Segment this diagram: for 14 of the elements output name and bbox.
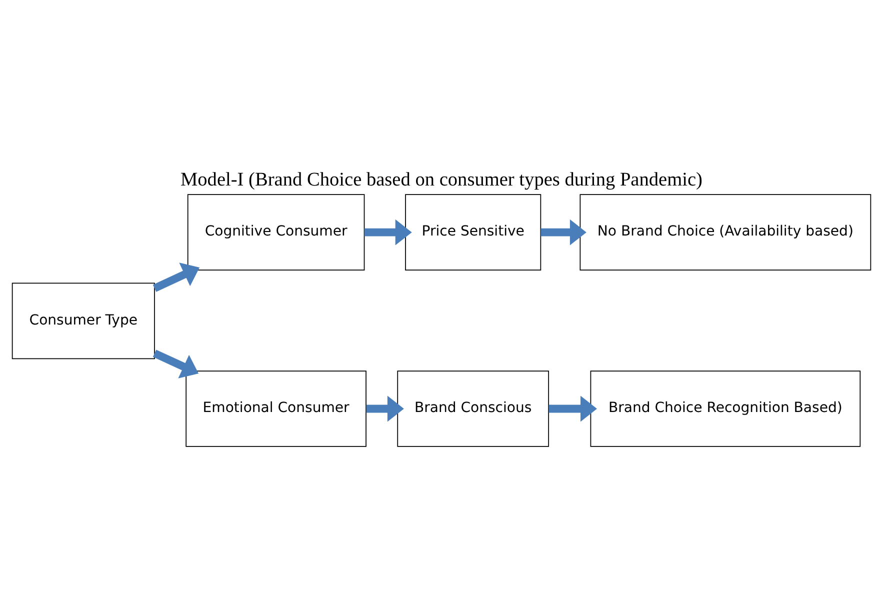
node-box: Consumer Type xyxy=(12,282,155,360)
arrow xyxy=(366,396,404,422)
node-box: Brand Conscious xyxy=(397,370,550,447)
node-box: No Brand Choice (Availability based) xyxy=(580,194,872,271)
arrow xyxy=(548,396,597,422)
diagram-title: Model-I (Brand Choice based on consumer types during Pandemic) xyxy=(180,169,702,190)
node-box: Cognitive Consumer xyxy=(187,194,365,271)
node-box: Emotional Consumer xyxy=(186,370,366,447)
arrow xyxy=(364,219,412,246)
node-box: Price Sensitive xyxy=(405,194,542,271)
node-box: Brand Choice Recognition Based) xyxy=(590,370,861,447)
arrow xyxy=(540,219,586,246)
arrow xyxy=(152,350,199,378)
arrow xyxy=(152,262,200,292)
